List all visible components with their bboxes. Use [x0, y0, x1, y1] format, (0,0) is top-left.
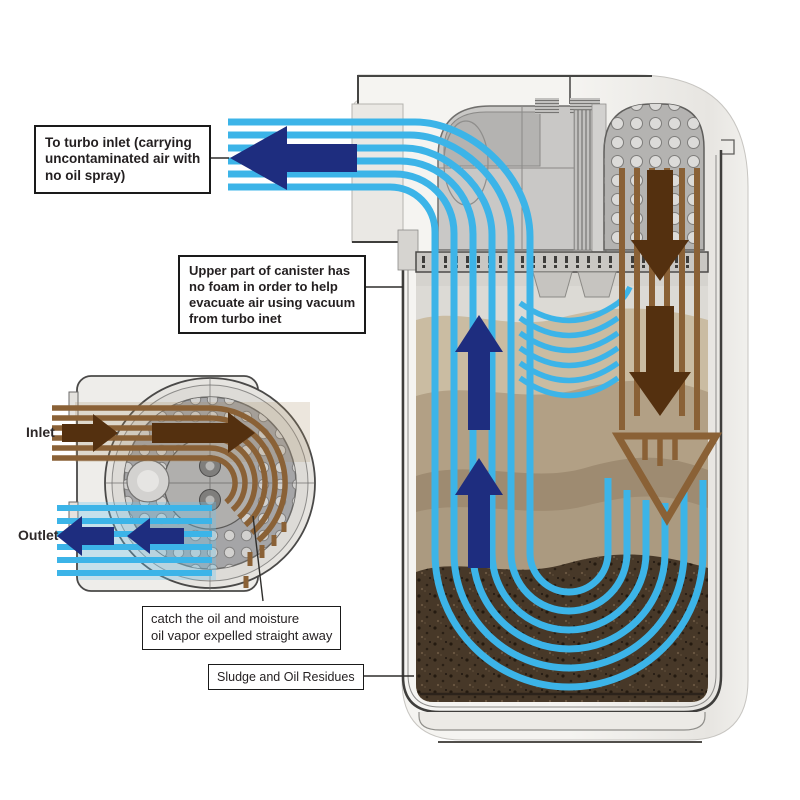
inlet-flow [52, 402, 310, 588]
percolation-arcs [518, 285, 633, 399]
label-inlet: Inlet [26, 424, 55, 440]
oil-dispersion-outline [611, 432, 723, 526]
shell-top-outline [357, 75, 652, 108]
plate-fitting-2 [577, 271, 617, 298]
inlet-arrow-2 [152, 412, 255, 453]
label-upper-part: Upper part of canister has no foam in or… [178, 255, 367, 335]
plate-fitting-1 [532, 271, 573, 298]
outlet-arrow-1 [57, 516, 114, 556]
canister-wall-inner [407, 155, 717, 708]
bottom-tray [418, 712, 706, 731]
oil-dispersion-stubs [642, 436, 678, 466]
clean-air-flow-lines [228, 118, 707, 691]
hub-divisions [164, 437, 256, 529]
shell-notch [721, 139, 735, 155]
clean-air-up-arrow-2 [455, 458, 503, 568]
head-collar [397, 229, 419, 271]
oil-spiral-stubs [243, 522, 287, 588]
outlet-flow [57, 502, 216, 580]
clean-air-out-arrow [230, 126, 357, 190]
head-assembly [437, 98, 735, 253]
hub-knob-2-pin [205, 495, 215, 505]
section-dial-inner [137, 470, 159, 492]
oil-down-arrow-1 [631, 170, 689, 281]
clean-air-up-arrow-1 [455, 315, 503, 430]
leader-catch-oil [252, 515, 264, 602]
label-outlet: Outlet [18, 527, 59, 543]
label-sludge: Sludge and Oil Residues [208, 664, 364, 691]
head-mechanism-seams [438, 106, 592, 250]
label-catch-oil: catch the oil and moisture oil vapor exp… [142, 606, 342, 650]
inlet-arrow-1 [62, 414, 118, 452]
hub-knob-1-pin [205, 461, 215, 471]
oil-spiral-lines [52, 405, 288, 543]
label-turbo-inlet: To turbo inlet (carrying uncontaminated … [34, 125, 212, 195]
outlet-arrow-2 [127, 518, 184, 554]
thread-block-1-lines [535, 98, 559, 114]
oil-down-arrow-2 [629, 306, 691, 416]
oil-dispersion-arrow [611, 432, 723, 526]
